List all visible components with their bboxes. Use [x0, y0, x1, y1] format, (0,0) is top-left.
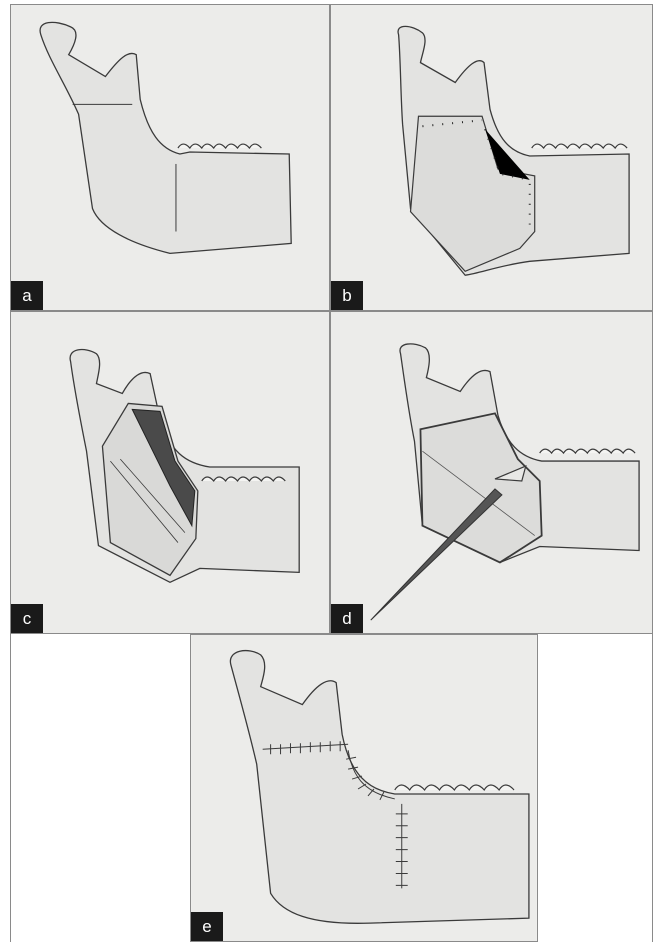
- mandible-sketch-a: [11, 5, 329, 310]
- empty-frame-right: [538, 634, 653, 942]
- mandible-sketch-c: [11, 312, 329, 633]
- empty-frame-left: [10, 634, 190, 942]
- mandible-sketch-d: [331, 312, 652, 633]
- panel-label-a: a: [11, 281, 43, 310]
- panel-e: e: [190, 634, 538, 942]
- panel-label-e: e: [191, 912, 223, 941]
- mandible-sketch-b: [331, 5, 652, 310]
- panel-b: b: [330, 4, 653, 311]
- mandible-sketch-e: [191, 635, 537, 941]
- panel-d: d: [330, 311, 653, 634]
- panel-a: a: [10, 4, 330, 311]
- panel-c: c: [10, 311, 330, 634]
- panel-label-d: d: [331, 604, 363, 633]
- panel-label-c: c: [11, 604, 43, 633]
- panel-label-b: b: [331, 281, 363, 310]
